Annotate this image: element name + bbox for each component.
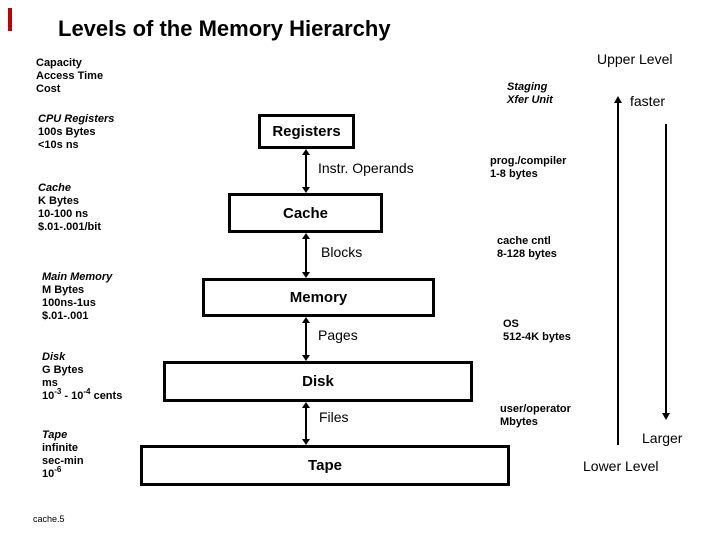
- transfer-label-blocks: Blocks: [321, 244, 363, 260]
- registers-cache-arrow-icon: [302, 149, 310, 193]
- spec-title: Tape: [42, 429, 68, 441]
- spec-line: sec-min: [42, 455, 84, 467]
- spec-line: K Bytes: [38, 195, 79, 207]
- upper-level-label: Upper Level: [597, 51, 673, 67]
- spec-line-cost: 10-6: [42, 465, 62, 480]
- box-registers: Registers: [258, 114, 355, 149]
- xfer-unit-os: OS 512-4K bytes: [503, 318, 571, 343]
- box-cache: Cache: [228, 193, 383, 233]
- spec-disk: Disk G Bytes ms 10-3 - 10-4 cents: [42, 351, 122, 403]
- header-cost: Cost: [36, 83, 61, 95]
- box-label: Registers: [272, 123, 341, 140]
- xfer-unit-user-operator: user/operator Mbytes: [500, 403, 571, 428]
- spec-title: Main Memory: [42, 271, 113, 283]
- spec-title: CPU Registers: [38, 113, 115, 125]
- spec-line: ms: [42, 377, 58, 389]
- lower-level-label: Lower Level: [583, 458, 659, 474]
- box-label: Tape: [308, 457, 342, 474]
- faster-arrow-icon: [614, 96, 622, 445]
- spec-cache: Cache K Bytes 10-100 ns $.01-.001/bit: [38, 182, 101, 234]
- spec-line: infinite: [42, 442, 79, 454]
- left-column-header: Capacity Access Time Cost: [36, 57, 103, 96]
- spec-line: G Bytes: [42, 364, 84, 376]
- title-accent-bar: [8, 8, 12, 31]
- memory-disk-arrow-icon: [302, 317, 310, 361]
- staging-xfer-unit-header: Staging Xfer Unit: [507, 81, 553, 106]
- spec-line: <10s ns: [38, 139, 79, 151]
- slide-footer: cache.5: [33, 514, 65, 524]
- transfer-label-files: Files: [319, 409, 349, 425]
- box-label: Disk: [302, 373, 334, 390]
- spec-main-memory: Main Memory M Bytes 100ns-1us $.01-.001: [42, 271, 112, 323]
- spec-line: 10-100 ns: [38, 208, 89, 220]
- box-tape: Tape: [140, 445, 510, 486]
- transfer-label-pages: Pages: [318, 327, 358, 343]
- header-access-time: Access Time: [36, 70, 104, 82]
- cache-memory-arrow-icon: [302, 233, 310, 278]
- spec-tape: Tape infinite sec-min 10-6: [42, 429, 84, 481]
- spec-title: Cache: [38, 182, 72, 194]
- page-title: Levels of the Memory Hierarchy: [58, 16, 391, 41]
- xfer-unit-cache-cntl: cache cntl 8-128 bytes: [497, 235, 557, 260]
- spec-line: M Bytes: [42, 284, 85, 296]
- spec-title: Disk: [42, 351, 66, 363]
- spec-line: 100s Bytes: [38, 126, 96, 138]
- spec-line: $.01-.001/bit: [38, 221, 101, 233]
- faster-label: faster: [630, 93, 666, 109]
- box-memory: Memory: [202, 278, 435, 317]
- larger-arrow-icon: [662, 124, 670, 420]
- header-capacity: Capacity: [36, 57, 82, 69]
- box-label: Cache: [282, 204, 329, 222]
- transfer-label-instr-operands: Instr. Operands: [318, 160, 414, 176]
- spec-line: $.01-.001: [42, 310, 89, 322]
- larger-label: Larger: [642, 430, 683, 446]
- spec-cpu-registers: CPU Registers 100s Bytes <10s ns: [38, 113, 114, 152]
- spec-line: 100ns-1us: [42, 297, 96, 309]
- box-label: Memory: [289, 289, 348, 306]
- disk-tape-arrow-icon: [302, 402, 310, 445]
- xfer-unit-prog-compiler: prog./compiler 1-8 bytes: [490, 155, 567, 180]
- spec-line-cost: 10-3 - 10-4 cents: [42, 387, 123, 402]
- box-disk: Disk: [163, 361, 473, 402]
